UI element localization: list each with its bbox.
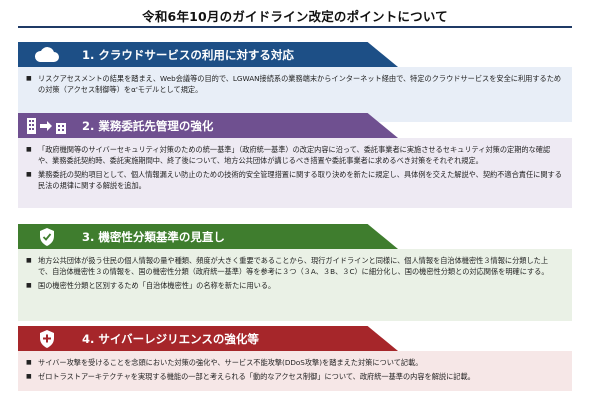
list-item: ■ サイバー攻撃を受けることを念頭においた対策の強化や、サービス不能攻撃(DDo… [26,357,562,368]
bullet-icon: ■ [26,373,32,380]
section-body: ■ 地方公共団体が扱う住民の個人情報の量や種類、頻度が大きく重要であることから、… [18,249,572,321]
section-body: ■ リスクアセスメントの結果を踏まえ、Web会議等の目的で、LGWAN接続系の業… [18,67,572,122]
section-header: 3. 機密性分類基準の見直し [18,224,398,249]
item-text: ゼロトラストアーキテクチャを実現する機能の一部と考えられる「動的なアクセス制御」… [38,372,475,381]
bullet-icon: ■ [26,171,32,178]
section-confidentiality-classification: 3. 機密性分類基準の見直し ■ 地方公共団体が扱う住民の個人情報の量や種類、頻… [18,224,572,321]
item-text: 業務委託の契約項目として、個人情報漏えい防止のための技術的安全管理措置に関する取… [38,170,562,190]
section-body: ■ サイバー攻撃を受けることを念頭においた対策の強化や、サービス不能攻撃(DDo… [18,351,572,391]
section-header: 2. 業務委託先管理の強化 [18,113,398,138]
list-item: ■ 国の機密性分類と区別するため「自治体機密性」の名称を新たに用いる。 [26,280,562,291]
bullet-icon: ■ [26,359,32,366]
item-text: リスクアセスメントの結果を踏まえ、Web会議等の目的で、LGWAN接続系の業務端… [38,74,562,94]
title-underline [18,26,572,28]
item-text: サイバー攻撃を受けることを念頭においた対策の強化や、サービス不能攻撃(DDoS攻… [38,358,423,367]
section-cloud-services: 1. クラウドサービスの利用に対する対応 ■ リスクアセスメントの結果を踏まえ、… [18,42,572,122]
cloud-icon [18,42,76,67]
page-title: 令和6年10月のガイドライン改定のポイントについて [142,9,448,24]
list-item: ■ リスクアセスメントの結果を踏まえ、Web会議等の目的で、LGWAN接続系の業… [26,73,562,95]
item-text: 「政府機関等のサイバーセキュリティ対策のための統一基準」（政府統一基準）の改定内… [38,145,551,165]
bullet-icon: ■ [26,75,32,82]
section-outsourcing-management: 2. 業務委託先管理の強化 ■ 「政府機関等のサイバーセキュリティ対策のための統… [18,113,572,208]
item-text: 地方公共団体が扱う住民の個人情報の量や種類、頻度が大きく重要であることから、現行… [38,256,549,276]
list-item: ■ 地方公共団体が扱う住民の個人情報の量や種類、頻度が大きく重要であることから、… [26,255,562,277]
bullet-icon: ■ [26,282,32,289]
building-transfer-icon [18,113,76,138]
bullet-icon: ■ [26,257,32,264]
item-text: 国の機密性分類と区別するため「自治体機密性」の名称を新たに用いる。 [38,281,276,290]
list-item: ■ 「政府機関等のサイバーセキュリティ対策のための統一基準」（政府統一基準）の改… [26,144,562,166]
list-item: ■ 業務委託の契約項目として、個人情報漏えい防止のための技術的安全管理措置に関す… [26,169,562,191]
section-title: 1. クラウドサービスの利用に対する対応 [82,47,294,62]
section-title: 2. 業務委託先管理の強化 [82,118,214,133]
section-header: 4. サイバーレジリエンスの強化等 [18,326,398,351]
section-title: 4. サイバーレジリエンスの強化等 [82,331,259,346]
section-title: 3. 機密性分類基準の見直し [82,229,225,244]
shield-check-icon [18,224,76,249]
bullet-icon: ■ [26,146,32,153]
section-body: ■ 「政府機関等のサイバーセキュリティ対策のための統一基準」（政府統一基準）の改… [18,138,572,208]
shield-plus-icon [18,326,76,351]
section-header: 1. クラウドサービスの利用に対する対応 [18,42,398,67]
section-cyber-resilience: 4. サイバーレジリエンスの強化等 ■ サイバー攻撃を受けることを念頭においた対… [18,326,572,391]
list-item: ■ ゼロトラストアーキテクチャを実現する機能の一部と考えられる「動的なアクセス制… [26,371,562,382]
